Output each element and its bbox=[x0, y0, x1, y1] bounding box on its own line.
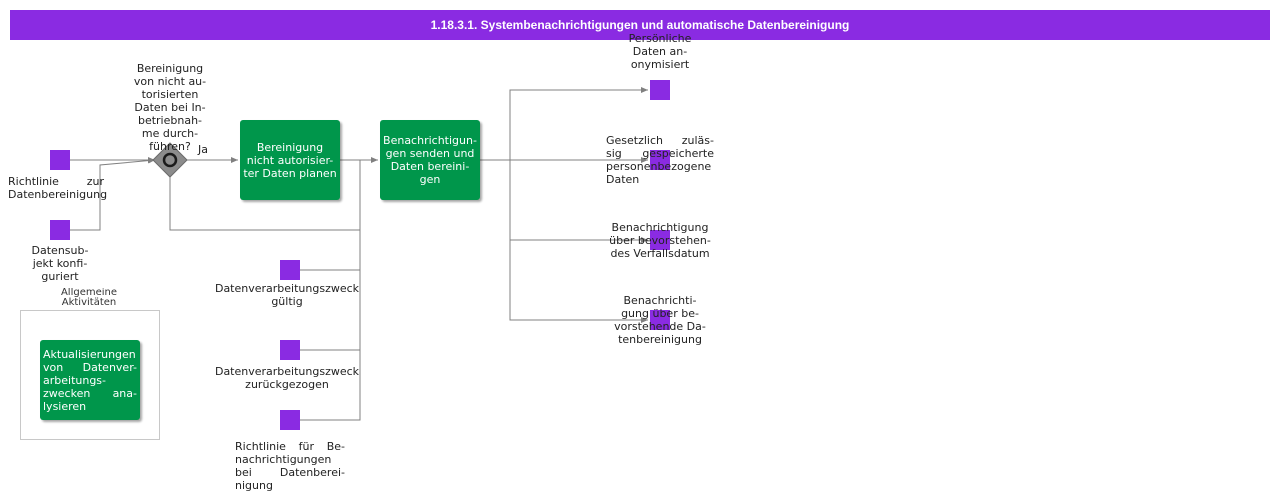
gateway-question: Bereinigung von nicht au- torisierten Da… bbox=[133, 62, 207, 153]
label-richtlinie-benachrichtigungen: Richtlinie für Be- nachrichtigungen bei … bbox=[235, 440, 345, 492]
event-zweck-zurueckgezogen[interactable] bbox=[280, 340, 300, 360]
diagram-title: 1.18.3.1. Systembenachrichtigungen und a… bbox=[10, 10, 1270, 40]
event-richtlinie-benachrichtigungen[interactable] bbox=[280, 410, 300, 430]
event-datenbereinigung-benachrichtigung[interactable] bbox=[650, 310, 670, 330]
group-label: Allgemeine Aktivitäten bbox=[60, 288, 118, 306]
label-zweck-zurueckgezogen: Datenverarbeitungszweck zurückgezogen bbox=[214, 365, 360, 391]
task-benachrichtigungen-senden[interactable]: Benachrichtigun- gen senden und Daten be… bbox=[380, 120, 480, 200]
event-verfallsdatum[interactable] bbox=[650, 230, 670, 250]
label-zweck-gueltig: Datenverarbeitungszweck gültig bbox=[214, 282, 360, 308]
label-verfallsdatum: Benachrichtigung über bevorstehen- des V… bbox=[609, 221, 711, 260]
edge-notify-to-bereinigung bbox=[509, 240, 648, 323]
edge-datensubjekt-to-gateway bbox=[70, 157, 156, 231]
edge-gateway-bypass bbox=[169, 175, 360, 231]
event-zweck-gueltig[interactable] bbox=[280, 260, 300, 280]
label-datensubjekt-konfiguriert: Datensub- jekt konfi- guriert bbox=[31, 244, 89, 283]
decision-gateway[interactable] bbox=[153, 143, 187, 177]
gateway-yes-label: Ja bbox=[198, 143, 208, 156]
task-bereinigung-planen[interactable]: Bereinigung nicht autorisier- ter Daten … bbox=[240, 120, 340, 200]
label-datenbereinigung-benachrichtigung: Benachrichti- gung über be- vorstehende … bbox=[614, 294, 706, 346]
event-richtlinie-datenbereinigung[interactable] bbox=[50, 150, 70, 170]
event-daten-anonymisiert[interactable] bbox=[650, 80, 670, 100]
label-gespeicherte-daten: Gesetzlich zuläs- sig gespeicherte perso… bbox=[606, 134, 714, 186]
task-aktualisierungen-analysieren[interactable]: Aktualisierungen von Datenver- arbeitung… bbox=[40, 340, 140, 420]
event-datensubjekt-konfiguriert[interactable] bbox=[50, 220, 70, 240]
edge-richtlinie-benachrichtigung bbox=[300, 160, 361, 421]
event-gespeicherte-daten[interactable] bbox=[650, 150, 670, 170]
gateway-diamond bbox=[152, 142, 188, 178]
label-daten-anonymisiert: Persönliche Daten an- onymisiert bbox=[628, 32, 692, 71]
edge-notify-to-anonymisiert bbox=[480, 87, 648, 161]
label-richtlinie-datenbereinigung: Richtlinie zur Datenbereinigung bbox=[8, 175, 108, 201]
